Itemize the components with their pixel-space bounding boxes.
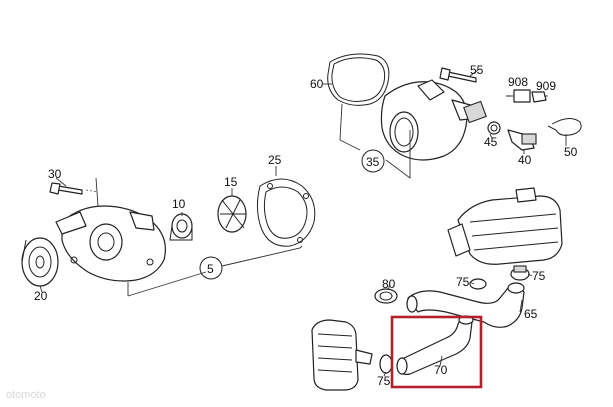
callout-30: 30 [48, 167, 62, 181]
water-pump-assembly [55, 205, 166, 282]
callout-80: 80 [382, 277, 396, 291]
callout-5: 5 [207, 262, 214, 276]
callout-908: 908 [508, 75, 528, 89]
leader-lines [39, 69, 567, 377]
thermostat-housing-35 [380, 79, 487, 161]
callout-35: 35 [366, 155, 380, 169]
callout-60: 60 [310, 77, 324, 91]
fitting-909 [531, 91, 547, 103]
oil-cooler [311, 319, 373, 391]
retaining-clip-50 [547, 118, 582, 136]
hose-65 [406, 282, 525, 328]
callout-65: 65 [524, 307, 538, 321]
clamp-75-low [379, 354, 393, 374]
seal-10 [169, 213, 193, 241]
callout-70: 70 [434, 363, 448, 377]
callout-10: 10 [172, 197, 186, 211]
hose-70 [396, 315, 474, 375]
callout-75-mid: 75 [456, 275, 470, 289]
callout-75-low: 75 [377, 374, 391, 388]
callout-circle-5 [199, 256, 223, 280]
clamp-80 [374, 288, 398, 304]
clamp-75-right [510, 265, 530, 281]
sensor-40 [507, 129, 537, 151]
gasket-25 [256, 178, 316, 247]
callout-25: 25 [268, 153, 282, 167]
bolt-30 [49, 182, 83, 195]
callout-20: 20 [34, 289, 48, 303]
pulley-20 [21, 237, 59, 287]
callout-55: 55 [470, 63, 484, 77]
callout-15: 15 [224, 175, 238, 189]
gasket-60 [327, 53, 390, 106]
callout-circle-35 [361, 149, 385, 173]
callout-909: 909 [536, 79, 556, 93]
impeller-15 [217, 195, 247, 233]
oring-45 [487, 121, 501, 135]
callout-40: 40 [518, 153, 532, 167]
callout-75-right: 75 [532, 269, 546, 283]
clamp-75-mid [469, 278, 487, 290]
bolt-55 [439, 67, 477, 83]
callout-45: 45 [484, 135, 498, 149]
egr-cooler [447, 187, 563, 265]
watermark-text: otomoto [6, 389, 46, 401]
highlight-box-70 [390, 315, 483, 389]
callout-50: 50 [564, 145, 578, 159]
